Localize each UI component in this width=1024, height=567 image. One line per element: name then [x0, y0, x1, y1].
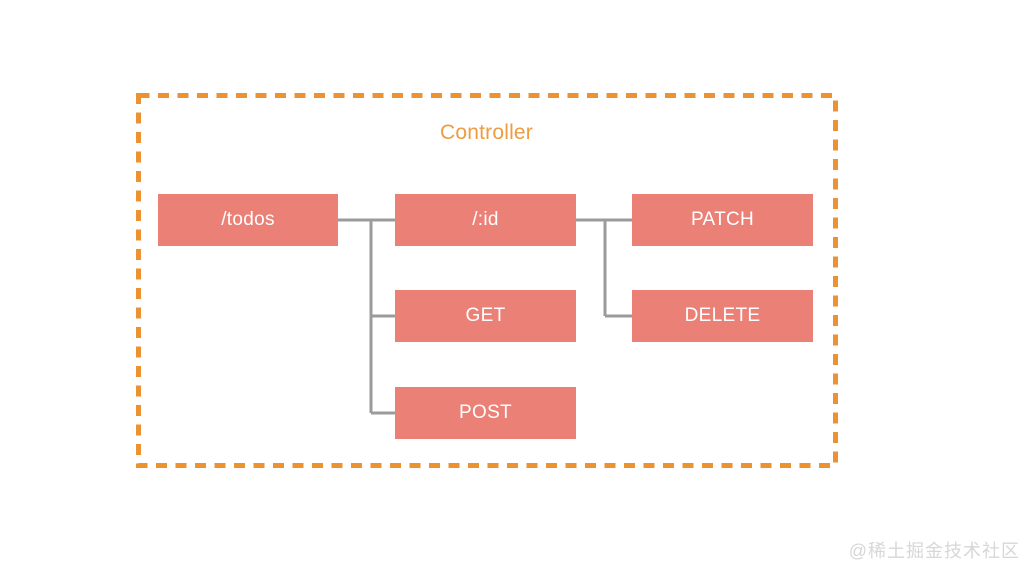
node-todos: /todos — [158, 194, 338, 246]
node-get: GET — [395, 290, 576, 342]
node-post: POST — [395, 387, 576, 439]
controller-dashed-border — [136, 93, 838, 468]
node-id-param: /:id — [395, 194, 576, 246]
controller-title: Controller — [439, 121, 534, 144]
node-patch: PATCH — [632, 194, 813, 246]
connector-lines — [338, 218, 633, 415]
juejin-watermark: @稀土掘金技术社区 — [848, 541, 1020, 561]
node-delete: DELETE — [632, 290, 813, 342]
